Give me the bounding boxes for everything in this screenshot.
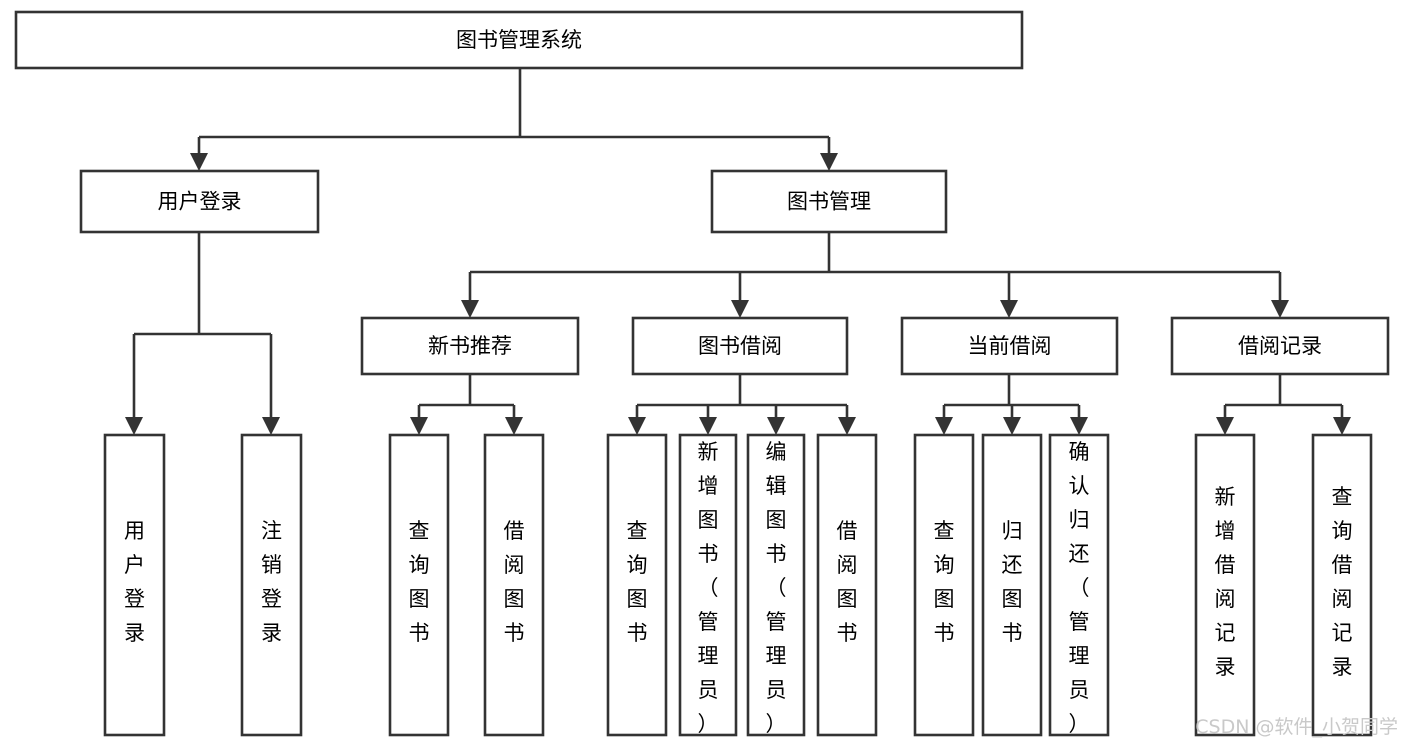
arrow-head-icon bbox=[820, 153, 838, 171]
arrow-head-icon bbox=[461, 300, 479, 318]
connector-layer bbox=[125, 68, 1351, 435]
arrow-head-icon bbox=[262, 417, 280, 435]
csdn-watermark: CSDN @软件_小贺同学 bbox=[1195, 716, 1398, 738]
node-box[interactable] bbox=[103, 433, 166, 737]
node-label: 图书管理 bbox=[787, 190, 871, 214]
node-label: 查询图书 bbox=[934, 519, 955, 645]
node-layer: 图书管理系统用户登录图书管理新书推荐图书借阅当前借阅借阅记录用户登录注销登录查询… bbox=[14, 10, 1390, 737]
node-box[interactable] bbox=[913, 433, 975, 737]
node-box[interactable] bbox=[14, 10, 1024, 70]
node-label: 新增图书（管理员） bbox=[698, 440, 719, 736]
node-leaf-当前借阅-查询图书[interactable]: 查询图书 bbox=[913, 433, 975, 737]
arrow-head-icon bbox=[125, 417, 143, 435]
node-leaf-新书推荐-借阅图书[interactable]: 借阅图书 bbox=[483, 433, 545, 737]
node-level1-用户登录[interactable]: 用户登录 bbox=[79, 169, 320, 234]
arrow-head-icon bbox=[699, 417, 717, 435]
node-leaf-借阅记录-新增借阅记录[interactable]: 新增借阅记录 bbox=[1194, 433, 1256, 737]
node-box[interactable] bbox=[606, 433, 668, 737]
node-box[interactable] bbox=[360, 316, 580, 376]
arrow-head-icon bbox=[767, 417, 785, 435]
node-leaf-用户登录-注销登录[interactable]: 注销登录 bbox=[240, 433, 303, 737]
node-label: 归还图书 bbox=[1002, 519, 1023, 645]
node-leaf-用户登录-用户登录[interactable]: 用户登录 bbox=[103, 433, 166, 737]
node-box[interactable] bbox=[79, 169, 320, 234]
node-box[interactable] bbox=[746, 433, 806, 737]
node-label: 查询图书 bbox=[627, 519, 648, 645]
arrow-head-icon bbox=[505, 417, 523, 435]
node-label: 借阅记录 bbox=[1238, 334, 1322, 358]
node-level2-借阅记录[interactable]: 借阅记录 bbox=[1170, 316, 1390, 376]
node-leaf-图书借阅-查询图书[interactable]: 查询图书 bbox=[606, 433, 668, 737]
node-box[interactable] bbox=[816, 433, 878, 737]
node-box[interactable] bbox=[678, 433, 738, 737]
node-box[interactable] bbox=[1311, 433, 1373, 737]
node-label: 图书借阅 bbox=[698, 334, 782, 358]
node-label: 借阅图书 bbox=[837, 519, 858, 645]
node-label: 编辑图书（管理员） bbox=[766, 440, 787, 736]
node-label: 借阅图书 bbox=[504, 519, 525, 645]
node-box[interactable] bbox=[1170, 316, 1390, 376]
arrow-head-icon bbox=[935, 417, 953, 435]
arrow-head-icon bbox=[1333, 417, 1351, 435]
arrow-head-icon bbox=[838, 417, 856, 435]
node-level2-当前借阅[interactable]: 当前借阅 bbox=[900, 316, 1119, 376]
arrow-head-icon bbox=[1070, 417, 1088, 435]
node-level2-新书推荐[interactable]: 新书推荐 bbox=[360, 316, 580, 376]
node-box[interactable] bbox=[631, 316, 849, 376]
node-box[interactable] bbox=[981, 433, 1043, 737]
node-label: 图书管理系统 bbox=[456, 28, 582, 52]
node-leaf-当前借阅-归还图书[interactable]: 归还图书 bbox=[981, 433, 1043, 737]
arrow-head-icon bbox=[1000, 300, 1018, 318]
node-box[interactable] bbox=[388, 433, 450, 737]
node-label: 当前借阅 bbox=[968, 334, 1052, 358]
arrow-head-icon bbox=[410, 417, 428, 435]
node-box[interactable] bbox=[1194, 433, 1256, 737]
node-box[interactable] bbox=[483, 433, 545, 737]
arrow-head-icon bbox=[628, 417, 646, 435]
arrow-head-icon bbox=[1003, 417, 1021, 435]
node-leaf-当前借阅-确认归还（管理员）[interactable]: 确认归还（管理员） bbox=[1048, 433, 1110, 737]
node-level1-图书管理[interactable]: 图书管理 bbox=[710, 169, 948, 234]
node-leaf-图书借阅-新增图书（管理员）[interactable]: 新增图书（管理员） bbox=[678, 433, 738, 737]
node-root-图书管理系统[interactable]: 图书管理系统 bbox=[14, 10, 1024, 70]
node-leaf-借阅记录-查询借阅记录[interactable]: 查询借阅记录 bbox=[1311, 433, 1373, 737]
node-box[interactable] bbox=[240, 433, 303, 737]
node-box[interactable] bbox=[710, 169, 948, 234]
node-leaf-图书借阅-编辑图书（管理员）[interactable]: 编辑图书（管理员） bbox=[746, 433, 806, 737]
node-label: 新增借阅记录 bbox=[1215, 485, 1236, 679]
node-leaf-图书借阅-借阅图书[interactable]: 借阅图书 bbox=[816, 433, 878, 737]
node-label: 查询图书 bbox=[409, 519, 430, 645]
arrow-head-icon bbox=[190, 153, 208, 171]
node-label: 用户登录 bbox=[158, 190, 242, 214]
node-leaf-新书推荐-查询图书[interactable]: 查询图书 bbox=[388, 433, 450, 737]
node-level2-图书借阅[interactable]: 图书借阅 bbox=[631, 316, 849, 376]
arrow-head-icon bbox=[731, 300, 749, 318]
node-label: 用户登录 bbox=[124, 519, 145, 645]
arrow-head-icon bbox=[1271, 300, 1289, 318]
node-label: 确认归还（管理员） bbox=[1069, 440, 1090, 736]
arrow-head-icon bbox=[1216, 417, 1234, 435]
node-box[interactable] bbox=[1048, 433, 1110, 737]
node-label: 新书推荐 bbox=[428, 334, 512, 358]
node-label: 注销登录 bbox=[261, 519, 282, 645]
node-label: 查询借阅记录 bbox=[1332, 485, 1353, 679]
node-box[interactable] bbox=[900, 316, 1119, 376]
